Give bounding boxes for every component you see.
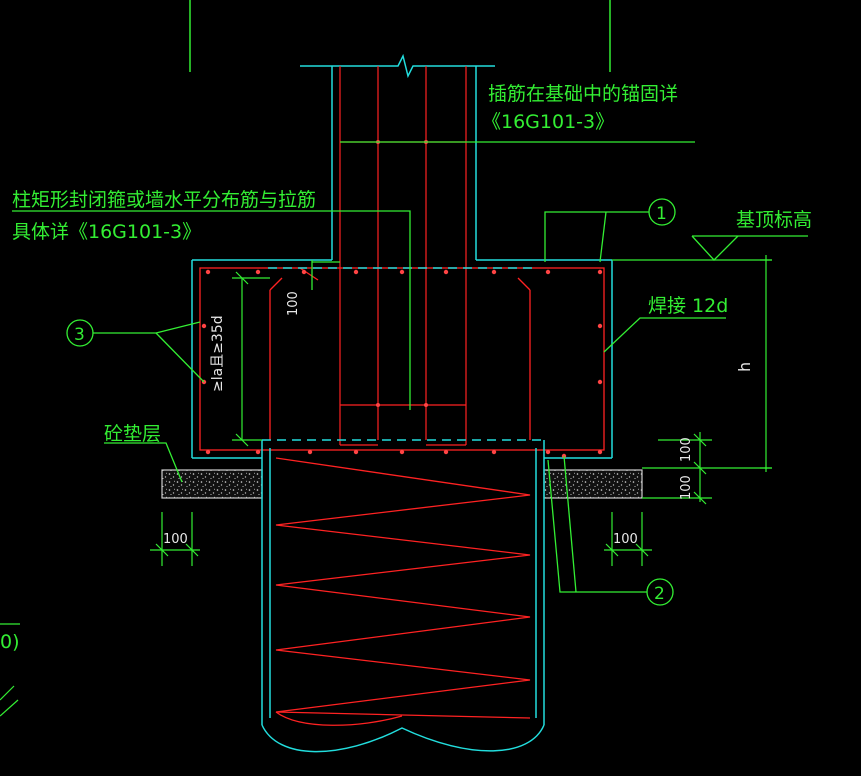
anchor-note-line1: 插筋在基础中的锚固详 [488, 83, 678, 105]
column-outline [300, 53, 495, 260]
weld-note-label: 焊接 12d [648, 295, 728, 317]
edge-fragment-text: 0) [0, 631, 20, 653]
pile-spiral-rebar [275, 457, 531, 726]
callout-3-number: 3 [74, 325, 85, 345]
anchor-note-line2: 《16G101-3》 [482, 111, 614, 133]
dim-100-top: 100 [286, 291, 301, 316]
dim-h: h [735, 362, 754, 372]
callout-1-number: 1 [656, 204, 667, 224]
cushion-layer-label: 砼垫层 [104, 423, 161, 445]
cap-rebar-cage [199, 267, 605, 451]
callout-1 [544, 198, 676, 263]
callout-2 [547, 455, 674, 606]
cap-rebar-dots [201, 269, 603, 459]
left-edge-fragments [0, 623, 20, 717]
pile-cap-outline [191, 259, 613, 459]
dim-100-right-upper: 100 [679, 437, 694, 462]
pile-top-dashed [262, 267, 544, 441]
stirrup-note-leader [12, 210, 411, 410]
callout-3 [66, 319, 205, 383]
cushion-leader [104, 442, 183, 483]
dimension-bottom-left [150, 512, 200, 566]
stirrup-note-line1: 柱矩形封闭箍或墙水平分布筋与拉筋 [12, 189, 316, 211]
dimension-bottom-right [604, 512, 652, 566]
callout-2-number: 2 [654, 584, 665, 604]
top-edge-lines [189, 0, 611, 72]
dimension-right-stack [642, 432, 712, 505]
weld-note-leader [603, 317, 726, 353]
dim-100-left-bottom: 100 [163, 532, 188, 547]
dim-100-right-lower: 100 [679, 475, 694, 500]
dim-100-right-bottom: 100 [613, 532, 638, 547]
column-rebars [339, 66, 467, 446]
dimension-la [232, 271, 270, 447]
stirrup-note-line2: 具体详《16G101-3》 [12, 221, 201, 243]
pile-body-outline [261, 440, 545, 753]
foundation-top-elev-label: 基顶标高 [736, 209, 812, 231]
cushion-layer [161, 469, 643, 499]
dim-la-vertical: ≥la且≥35d [210, 315, 226, 392]
dimension-h [642, 255, 772, 472]
elevation-marker [612, 235, 808, 261]
